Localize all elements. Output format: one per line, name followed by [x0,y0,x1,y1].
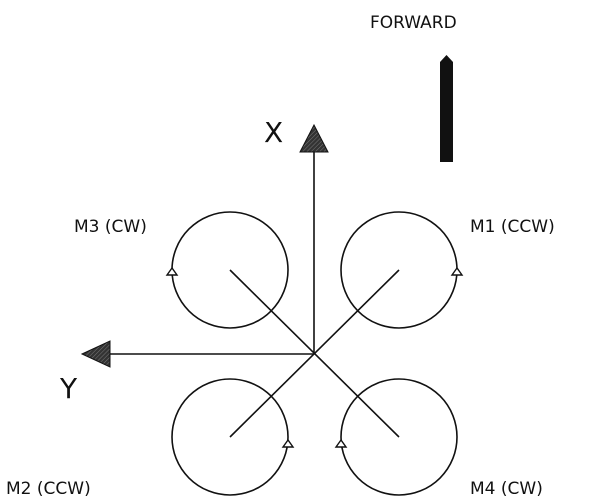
x-axis [299,123,329,353]
rotation-arrow-icon [334,438,348,448]
motor-m3-label: M3 (CW) [74,217,147,237]
motor-m2-label: M2 (CCW) [6,479,91,499]
forward-arrow [440,55,453,162]
x-axis-label: X [264,116,283,149]
rotation-arrow-icon [281,438,295,448]
motor-m1-label: M1 (CCW) [470,217,555,237]
y-axis-label: Y [59,372,78,405]
motor-m2 [171,378,295,496]
forward-label: FORWARD [370,13,457,33]
rotation-arrow-icon [450,266,464,276]
frame-arms [229,269,400,438]
motor-m1 [340,211,464,329]
y-axis [80,340,314,368]
motor-m3 [165,211,289,329]
rotation-arrow-icon [165,266,179,276]
motor-m4 [334,378,458,496]
motor-m4-label: M4 (CW) [470,479,543,499]
